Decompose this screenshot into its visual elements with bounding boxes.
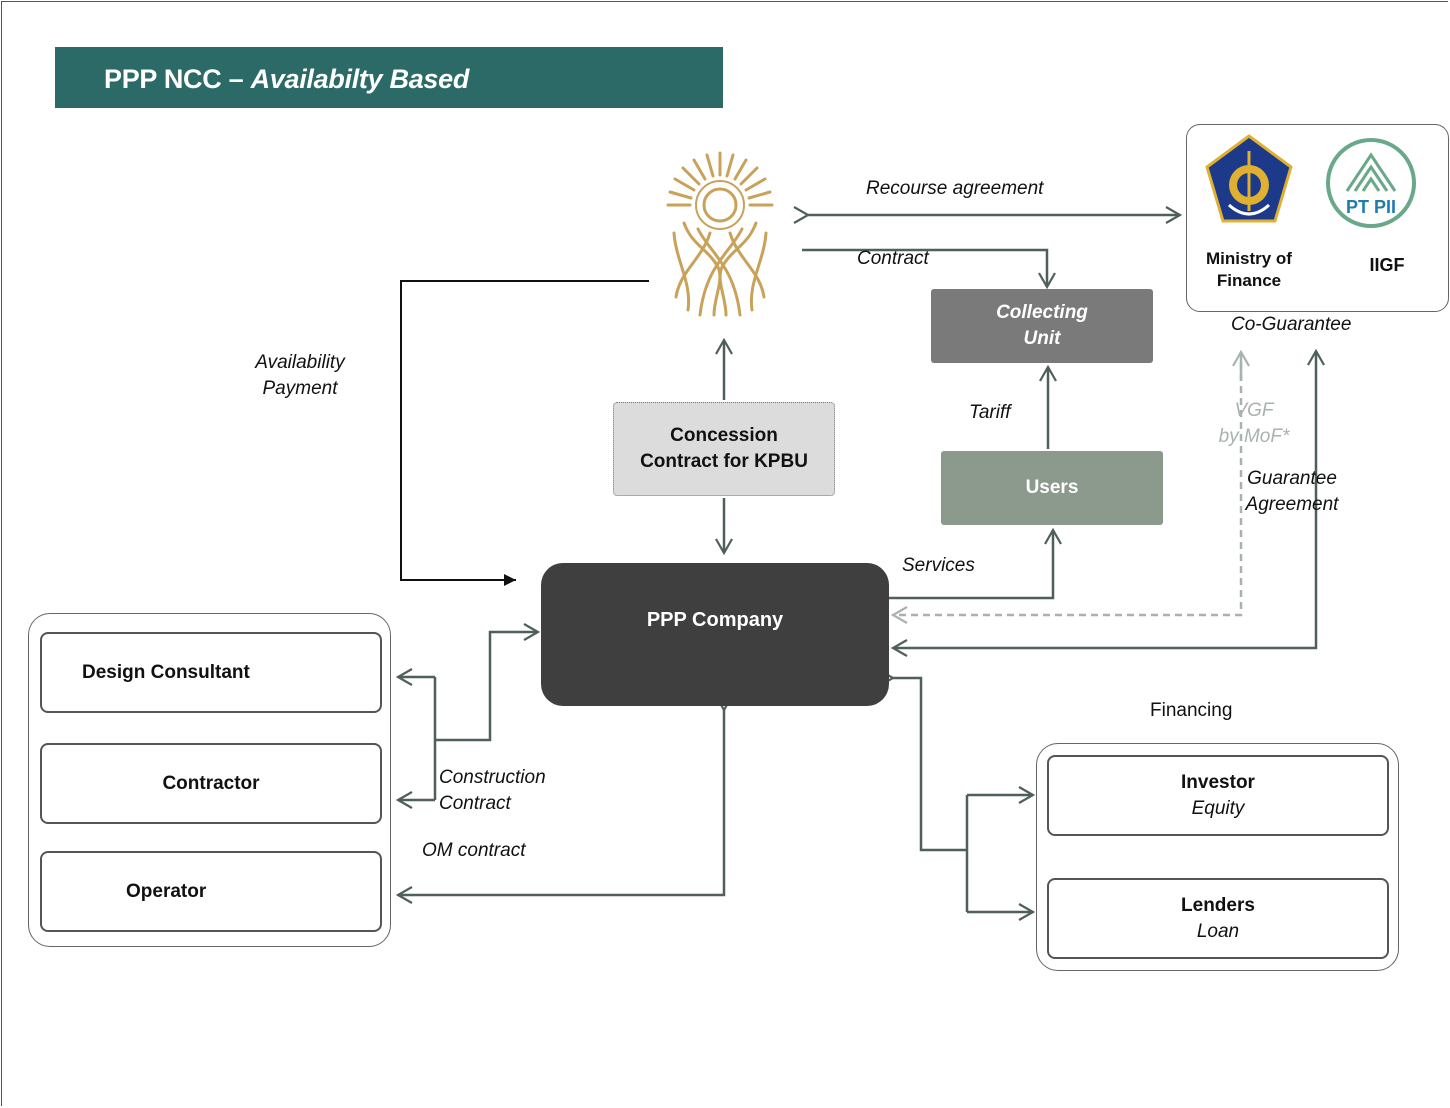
title-bar: PPP NCC – Availabilty Based <box>55 47 723 108</box>
guarantee-arrow <box>893 550 1318 648</box>
ppp-company-node: PPP Company <box>541 563 889 706</box>
operator-node: Operator <box>40 851 382 932</box>
co-guarantee-label: Co-Guarantee <box>1231 314 1352 335</box>
om-contract-label: OM contract <box>422 840 526 861</box>
financing-label: Financing <box>1150 700 1233 721</box>
services-arrow <box>889 530 1053 600</box>
ministry-of-finance-emblem <box>1205 134 1293 223</box>
iigf-label: IIGF <box>1369 255 1405 275</box>
svg-text:PT PII: PT PII <box>1346 197 1396 217</box>
contract-label: Contract <box>857 248 929 269</box>
tariff-label: Tariff <box>969 402 1011 423</box>
construction-link <box>435 632 538 742</box>
om-contract-arrow <box>398 710 724 895</box>
design-consultant-node: Design Consultant <box>40 632 382 713</box>
pt-pii-logo: PT PII <box>1326 138 1416 228</box>
slide-title: PPP NCC – Availabilty Based <box>104 64 470 94</box>
users-node: Users <box>941 451 1163 525</box>
gcca-sun-logo <box>666 151 774 317</box>
financing-link <box>893 678 967 852</box>
contractor-node: Contractor <box>40 743 382 824</box>
contract-arrow <box>802 248 1047 287</box>
recourse-label: Recourse agreement <box>866 178 1044 199</box>
services-label: Services <box>902 555 975 576</box>
availability-payment-arrow <box>400 280 649 586</box>
vgf-arrow <box>893 362 1243 615</box>
